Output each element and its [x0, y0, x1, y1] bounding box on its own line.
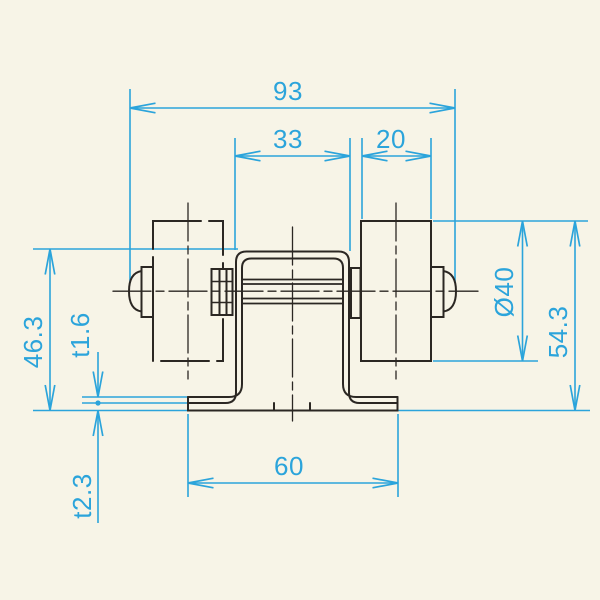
washer-right [430, 266, 445, 318]
centerlines [112, 202, 479, 422]
dim-label-roller-diameter: Ø40 [489, 266, 519, 318]
dim-label-bracket-width: 33 [273, 124, 303, 154]
dim-60 [187, 414, 399, 497]
dim-label-frame-height: 46.3 [18, 315, 48, 369]
dim-t1-6 [82, 352, 188, 404]
dim-label-overall-width: 93 [273, 76, 303, 106]
dim-label-roller-width: 20 [376, 124, 406, 154]
washer-left [140, 266, 154, 318]
dim-t2-3 [92, 400, 104, 523]
dim-label-base-width: 60 [274, 451, 304, 481]
dim-label-base-thickness: t2.3 [67, 473, 97, 519]
spacer-right [350, 267, 362, 319]
hex-nut [210, 268, 234, 316]
dim-93 [129, 89, 456, 289]
dim-dia40 [433, 220, 588, 362]
dim-label-overall-height: 54.3 [543, 305, 573, 359]
dim-33 [234, 138, 351, 251]
dim-20 [361, 138, 432, 219]
dim-label-frame-thickness: t1.6 [65, 312, 95, 358]
